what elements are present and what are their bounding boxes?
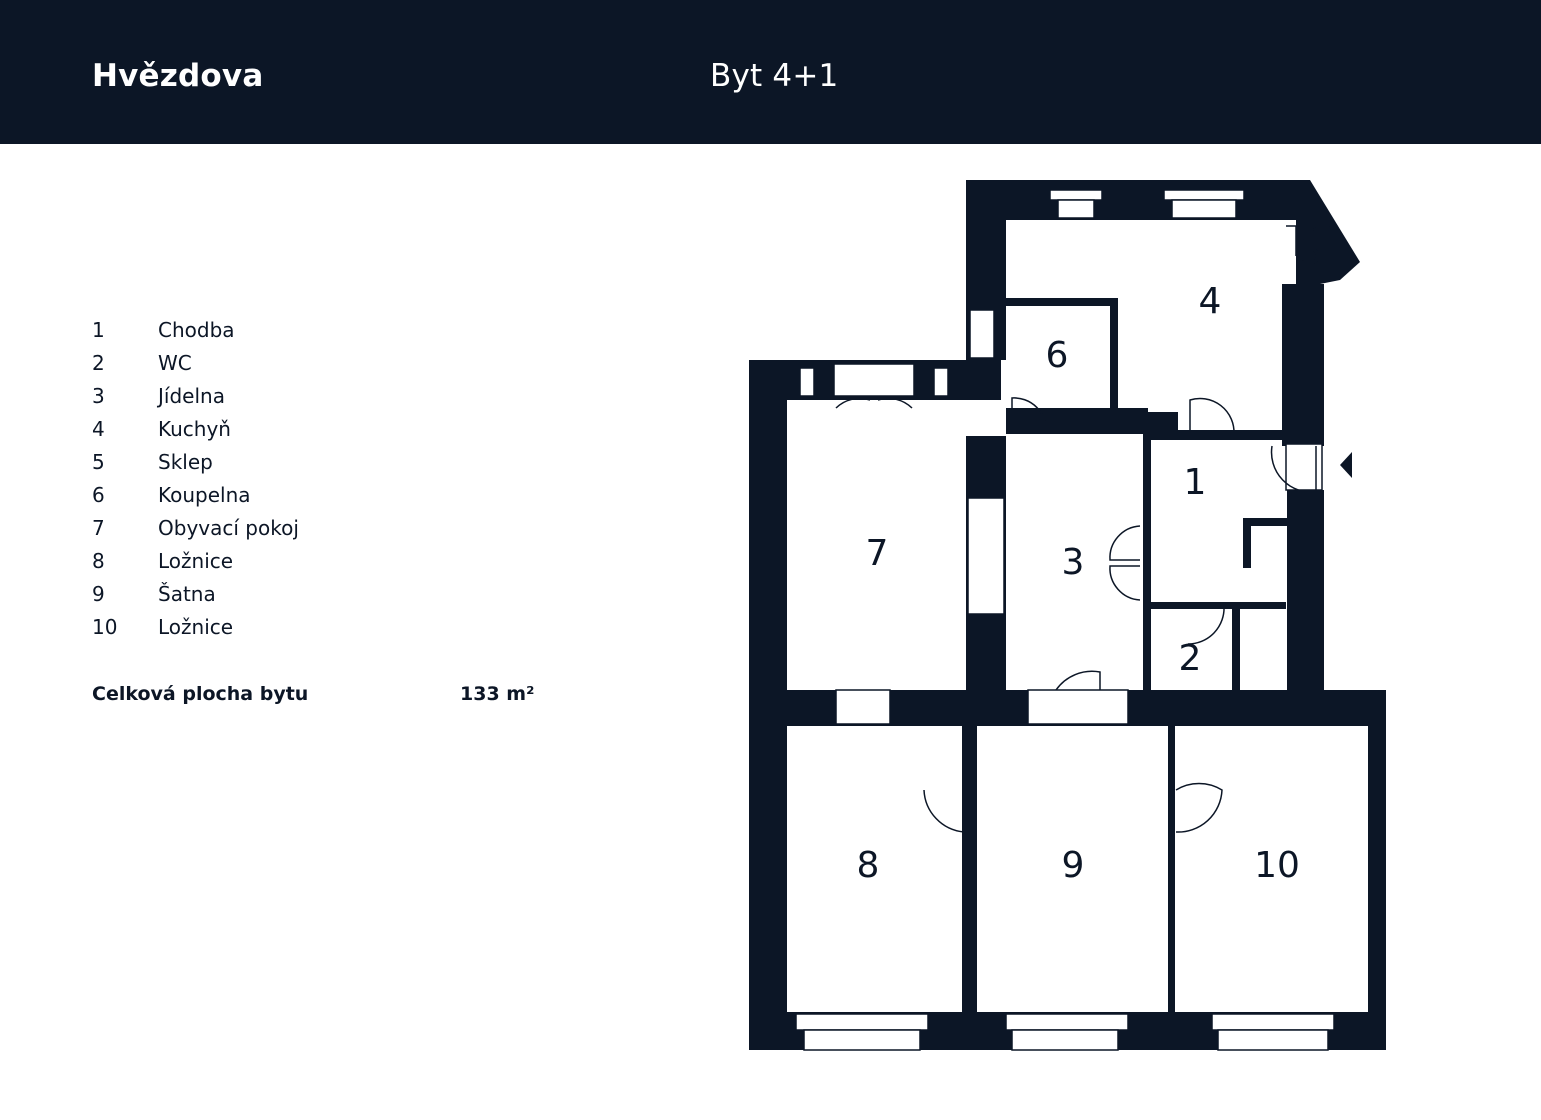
legend-label: Šatna	[158, 582, 216, 606]
windows-and-openings	[795, 189, 1335, 1051]
legend-label: Ložnice	[158, 615, 234, 639]
room-legend: 1 Chodba 2 WC 3 Jídelna 4 Kuchyň 5 Sklep 6 Kou…	[92, 318, 492, 648]
room-number-10: 10	[1254, 845, 1300, 886]
legend-item: 2 WC	[92, 351, 492, 384]
legend-number: 5	[92, 450, 105, 474]
legend-item: 6 Koupelna	[92, 483, 492, 516]
legend-label: Ložnice	[158, 549, 234, 573]
room-number-6: 6	[1046, 335, 1069, 376]
legend-number: 1	[92, 318, 105, 342]
legend-number: 7	[92, 516, 105, 540]
legend-label: Koupelna	[158, 483, 251, 507]
legend-number: 4	[92, 417, 105, 441]
legend-item: 4 Kuchyň	[92, 417, 492, 450]
door-swings	[835, 225, 1331, 833]
legend-item: 3 Jídelna	[92, 384, 492, 417]
room-number-4: 4	[1199, 281, 1222, 322]
legend-label: Jídelna	[158, 384, 225, 408]
legend-number: 8	[92, 549, 105, 573]
room-number-1: 1	[1184, 462, 1207, 503]
legend-label: Sklep	[158, 450, 213, 474]
total-area-label: Celková plocha bytu	[92, 683, 309, 705]
legend-number: 9	[92, 582, 105, 606]
legend-item: 7 Obyvací pokoj	[92, 516, 492, 549]
room-number-7: 7	[866, 533, 889, 574]
legend-label: Kuchyň	[158, 417, 231, 441]
room-number-2: 2	[1179, 638, 1202, 679]
room-number-5: 5	[1300, 232, 1323, 273]
room-number-3: 3	[1062, 542, 1085, 583]
legend-item: 9 Šatna	[92, 582, 492, 615]
legend-label: Obyvací pokoj	[158, 516, 299, 540]
total-area-value: 133 m²	[460, 683, 535, 705]
unit-type: Byt 4+1	[710, 58, 839, 94]
legend-label: Chodba	[158, 318, 235, 342]
legend-item: 1 Chodba	[92, 318, 492, 351]
legend-item: 8 Ložnice	[92, 549, 492, 582]
legend-item: 10 Ložnice	[92, 615, 492, 648]
entrance-marker	[1340, 452, 1352, 478]
room-number-9: 9	[1062, 845, 1085, 886]
room-number-8: 8	[857, 845, 880, 886]
building-name: Hvězdova	[92, 58, 264, 94]
legend-item: 5 Sklep	[92, 450, 492, 483]
legend-number: 10	[92, 615, 118, 639]
room-numbers: 1 2 3 4 5 6 7 8 9 10	[857, 232, 1323, 886]
legend-label: WC	[158, 351, 192, 375]
legend-number: 3	[92, 384, 105, 408]
walls	[749, 180, 1386, 1050]
legend-number: 6	[92, 483, 105, 507]
legend-number: 2	[92, 351, 105, 375]
header: Hvězdova Byt 4+1	[0, 0, 1541, 144]
